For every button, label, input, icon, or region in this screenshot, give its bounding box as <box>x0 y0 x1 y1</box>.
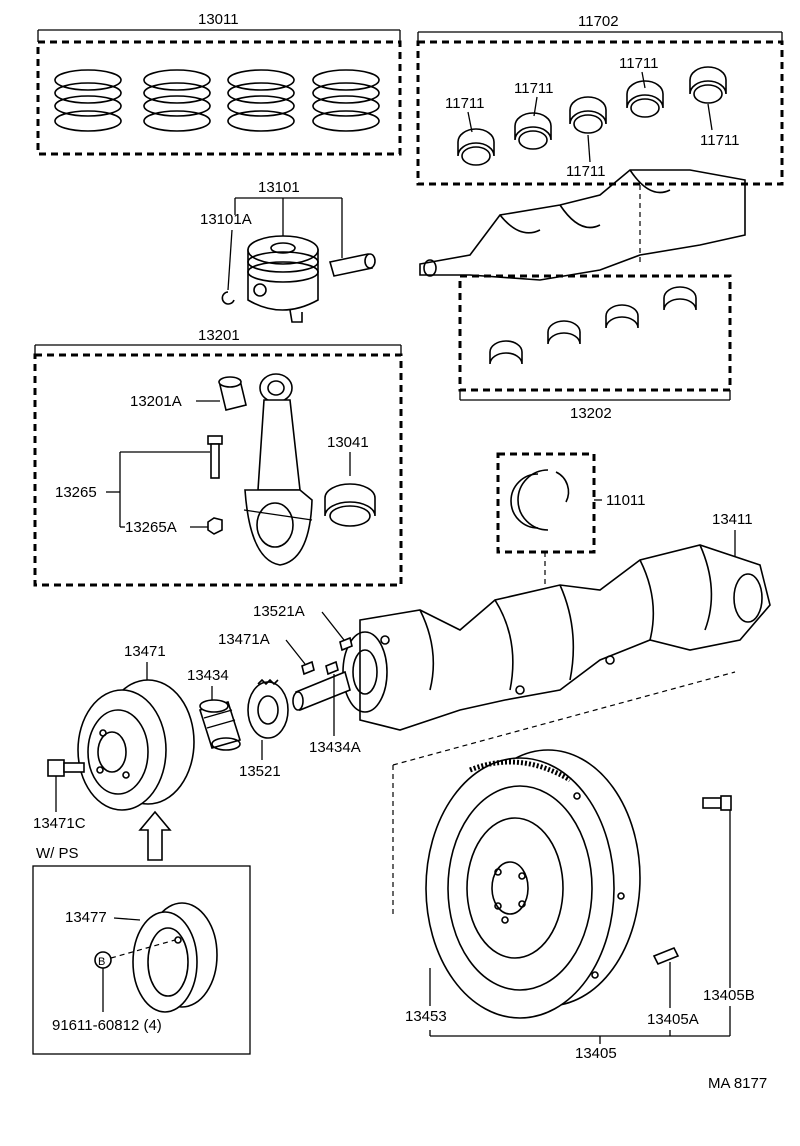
label-13411: 13411 <box>712 511 753 528</box>
label-13041: 13041 <box>327 434 369 451</box>
label-13101A: 13101A <box>200 211 252 228</box>
label-13405B: 13405B <box>703 987 755 1004</box>
piston-ring-2 <box>143 69 211 132</box>
conrod-bearing <box>324 483 376 527</box>
main-bearing-shell-1 <box>457 128 495 166</box>
keys-group: 13521A 13471A 13434A <box>218 603 361 756</box>
label-13471C: 13471C <box>33 815 86 832</box>
label-13471: 13471 <box>124 643 166 660</box>
main-bearing-shell-4 <box>626 80 664 118</box>
piston <box>247 235 319 323</box>
piston-ring-4 <box>312 69 380 132</box>
pulley-bolt <box>47 759 85 777</box>
ps-inset-box <box>32 865 251 1055</box>
flywheel <box>425 749 641 1019</box>
piston-ring-set-group: 13011 <box>36 11 402 156</box>
thrust-washer <box>510 469 570 531</box>
label-13201: 13201 <box>198 327 240 344</box>
label-13265: 13265 <box>55 484 97 501</box>
connecting-rod-group: 13201 13201A 13041 13265 13265A <box>33 327 403 587</box>
piston-ring-1 <box>54 69 122 132</box>
thrust-washer-dashed-box <box>496 452 596 554</box>
conrod-dashed-box <box>33 353 403 587</box>
label-13405: 13405 <box>575 1045 617 1062</box>
main-bearing-shell-5 <box>689 66 727 104</box>
crankshaft-pulley-group: 13471 13471C <box>33 643 195 832</box>
label-11711-c: 11711 <box>566 163 606 180</box>
flywheel-dashed-outline <box>392 671 736 918</box>
label-91611: 91611-60812 (4) <box>52 1017 162 1034</box>
label-13011: 13011 <box>198 11 239 28</box>
piston-ring-3 <box>227 69 295 132</box>
label-11011: 11011 <box>606 492 646 509</box>
label-13405A: 13405A <box>647 1011 699 1028</box>
bolt-marker-label: B <box>98 956 105 968</box>
reference-code: MA 8177 <box>708 1075 767 1092</box>
label-13521: 13521 <box>239 763 281 780</box>
label-13477: 13477 <box>65 909 107 926</box>
lower-bearing-dashed-box <box>458 274 732 392</box>
connecting-rod-bushing <box>218 376 247 411</box>
lower-bearing-shell-2 <box>547 320 581 345</box>
label-13434A: 13434A <box>309 739 361 756</box>
crankshaft-nose <box>292 670 351 712</box>
conrod-bolt <box>207 435 223 479</box>
conrod-nut <box>207 517 223 535</box>
crankshaft-pulley <box>77 679 195 811</box>
label-13201A: 13201A <box>130 393 182 410</box>
key-13521A <box>339 636 353 652</box>
label-11711-b: 11711 <box>514 80 554 97</box>
lower-bearing-shell-3 <box>605 304 639 329</box>
label-13471A: 13471A <box>218 631 270 648</box>
ps-pulley <box>132 902 218 1013</box>
label-11702: 11702 <box>578 13 619 30</box>
snap-ring <box>221 291 235 305</box>
label-11711-a: 11711 <box>445 95 485 112</box>
flywheel-group: 13405B 13405A 13453 13405 <box>392 671 755 1062</box>
label-13434: 13434 <box>187 667 229 684</box>
main-bearing-set-group: 11702 11711 11711 11711 11711 11711 <box>416 13 784 186</box>
flywheel-pin <box>652 946 680 966</box>
main-bearing-shell-3 <box>569 96 607 134</box>
timing-gear-13521 <box>247 678 289 739</box>
label-13202: 13202 <box>570 405 612 422</box>
upper-crankshaft-illustration <box>419 169 746 281</box>
key-13471A <box>301 660 315 676</box>
flywheel-bolt <box>702 795 732 811</box>
label-11711-d: 11711 <box>619 55 659 72</box>
lower-bearing-shell-4 <box>663 286 697 311</box>
up-arrow-icon <box>138 810 172 861</box>
crankshaft-group: 13411 <box>292 511 771 731</box>
main-bearing-shell-2 <box>514 112 552 150</box>
connecting-rod <box>243 373 313 566</box>
thrust-washer-group: 11011 <box>496 452 646 600</box>
lower-bearing-shell-1 <box>489 340 523 365</box>
ring-set-dashed-box <box>36 40 402 156</box>
label-13521A: 13521A <box>253 603 305 620</box>
power-steering-inset-group: W/ PS 13477 B 91611-60812 (4) <box>32 810 251 1055</box>
label-11711-e: 11711 <box>700 132 740 149</box>
piston-group: 13101 13101A <box>200 179 376 323</box>
label-13101: 13101 <box>258 179 300 196</box>
timing-gear-group: 13434 13521 <box>187 667 289 780</box>
piston-pin <box>328 253 376 277</box>
key-small <box>325 660 339 676</box>
label-13453: 13453 <box>405 1008 447 1025</box>
crankshaft-timing-pulley <box>198 699 242 751</box>
label-w-ps: W/ PS <box>36 845 79 862</box>
main-bearing-dashed-box <box>416 40 784 186</box>
crankshaft <box>342 544 771 731</box>
lower-main-bearing-group: 13202 <box>458 274 732 422</box>
label-13265A: 13265A <box>125 519 177 536</box>
